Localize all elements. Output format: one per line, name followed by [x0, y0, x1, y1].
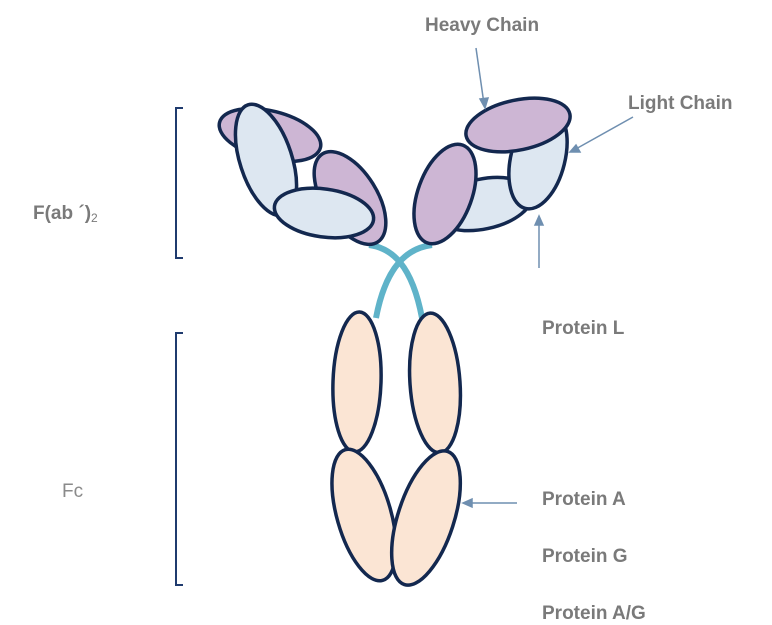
- fc-region: [319, 311, 474, 593]
- fab-arm-right: [402, 90, 577, 253]
- protein-l-arrow-head: [535, 216, 543, 225]
- fc-domain-left-upper: [331, 311, 384, 453]
- protein-ag-label: Protein A/G: [542, 603, 646, 625]
- heavy-chain-arrow-head: [480, 98, 488, 108]
- fab2-label-main: F(ab ´): [33, 203, 91, 224]
- light-chain-arrow: [574, 117, 633, 150]
- fc-label: Fc: [62, 481, 83, 503]
- hinge-region-right: [376, 245, 432, 318]
- fab-arm-left: [214, 97, 401, 257]
- protein-a-arrow-head: [463, 499, 472, 507]
- fab2-bracket: [176, 108, 183, 258]
- protein-l-label: Protein L: [542, 318, 624, 340]
- protein-a-label: Protein A: [542, 489, 626, 511]
- fab2-label: F(ab ´)2: [33, 203, 98, 225]
- light-chain-label: Light Chain: [628, 93, 732, 115]
- fc-domain-right-upper: [405, 311, 465, 454]
- protein-g-label: Protein G: [542, 546, 628, 568]
- fc-bracket: [176, 333, 183, 585]
- light-chain-arrow-head: [570, 145, 580, 152]
- heavy-chain-arrow: [476, 48, 484, 104]
- fab2-label-subscript: 2: [91, 211, 98, 225]
- heavy-chain-label: Heavy Chain: [425, 15, 539, 37]
